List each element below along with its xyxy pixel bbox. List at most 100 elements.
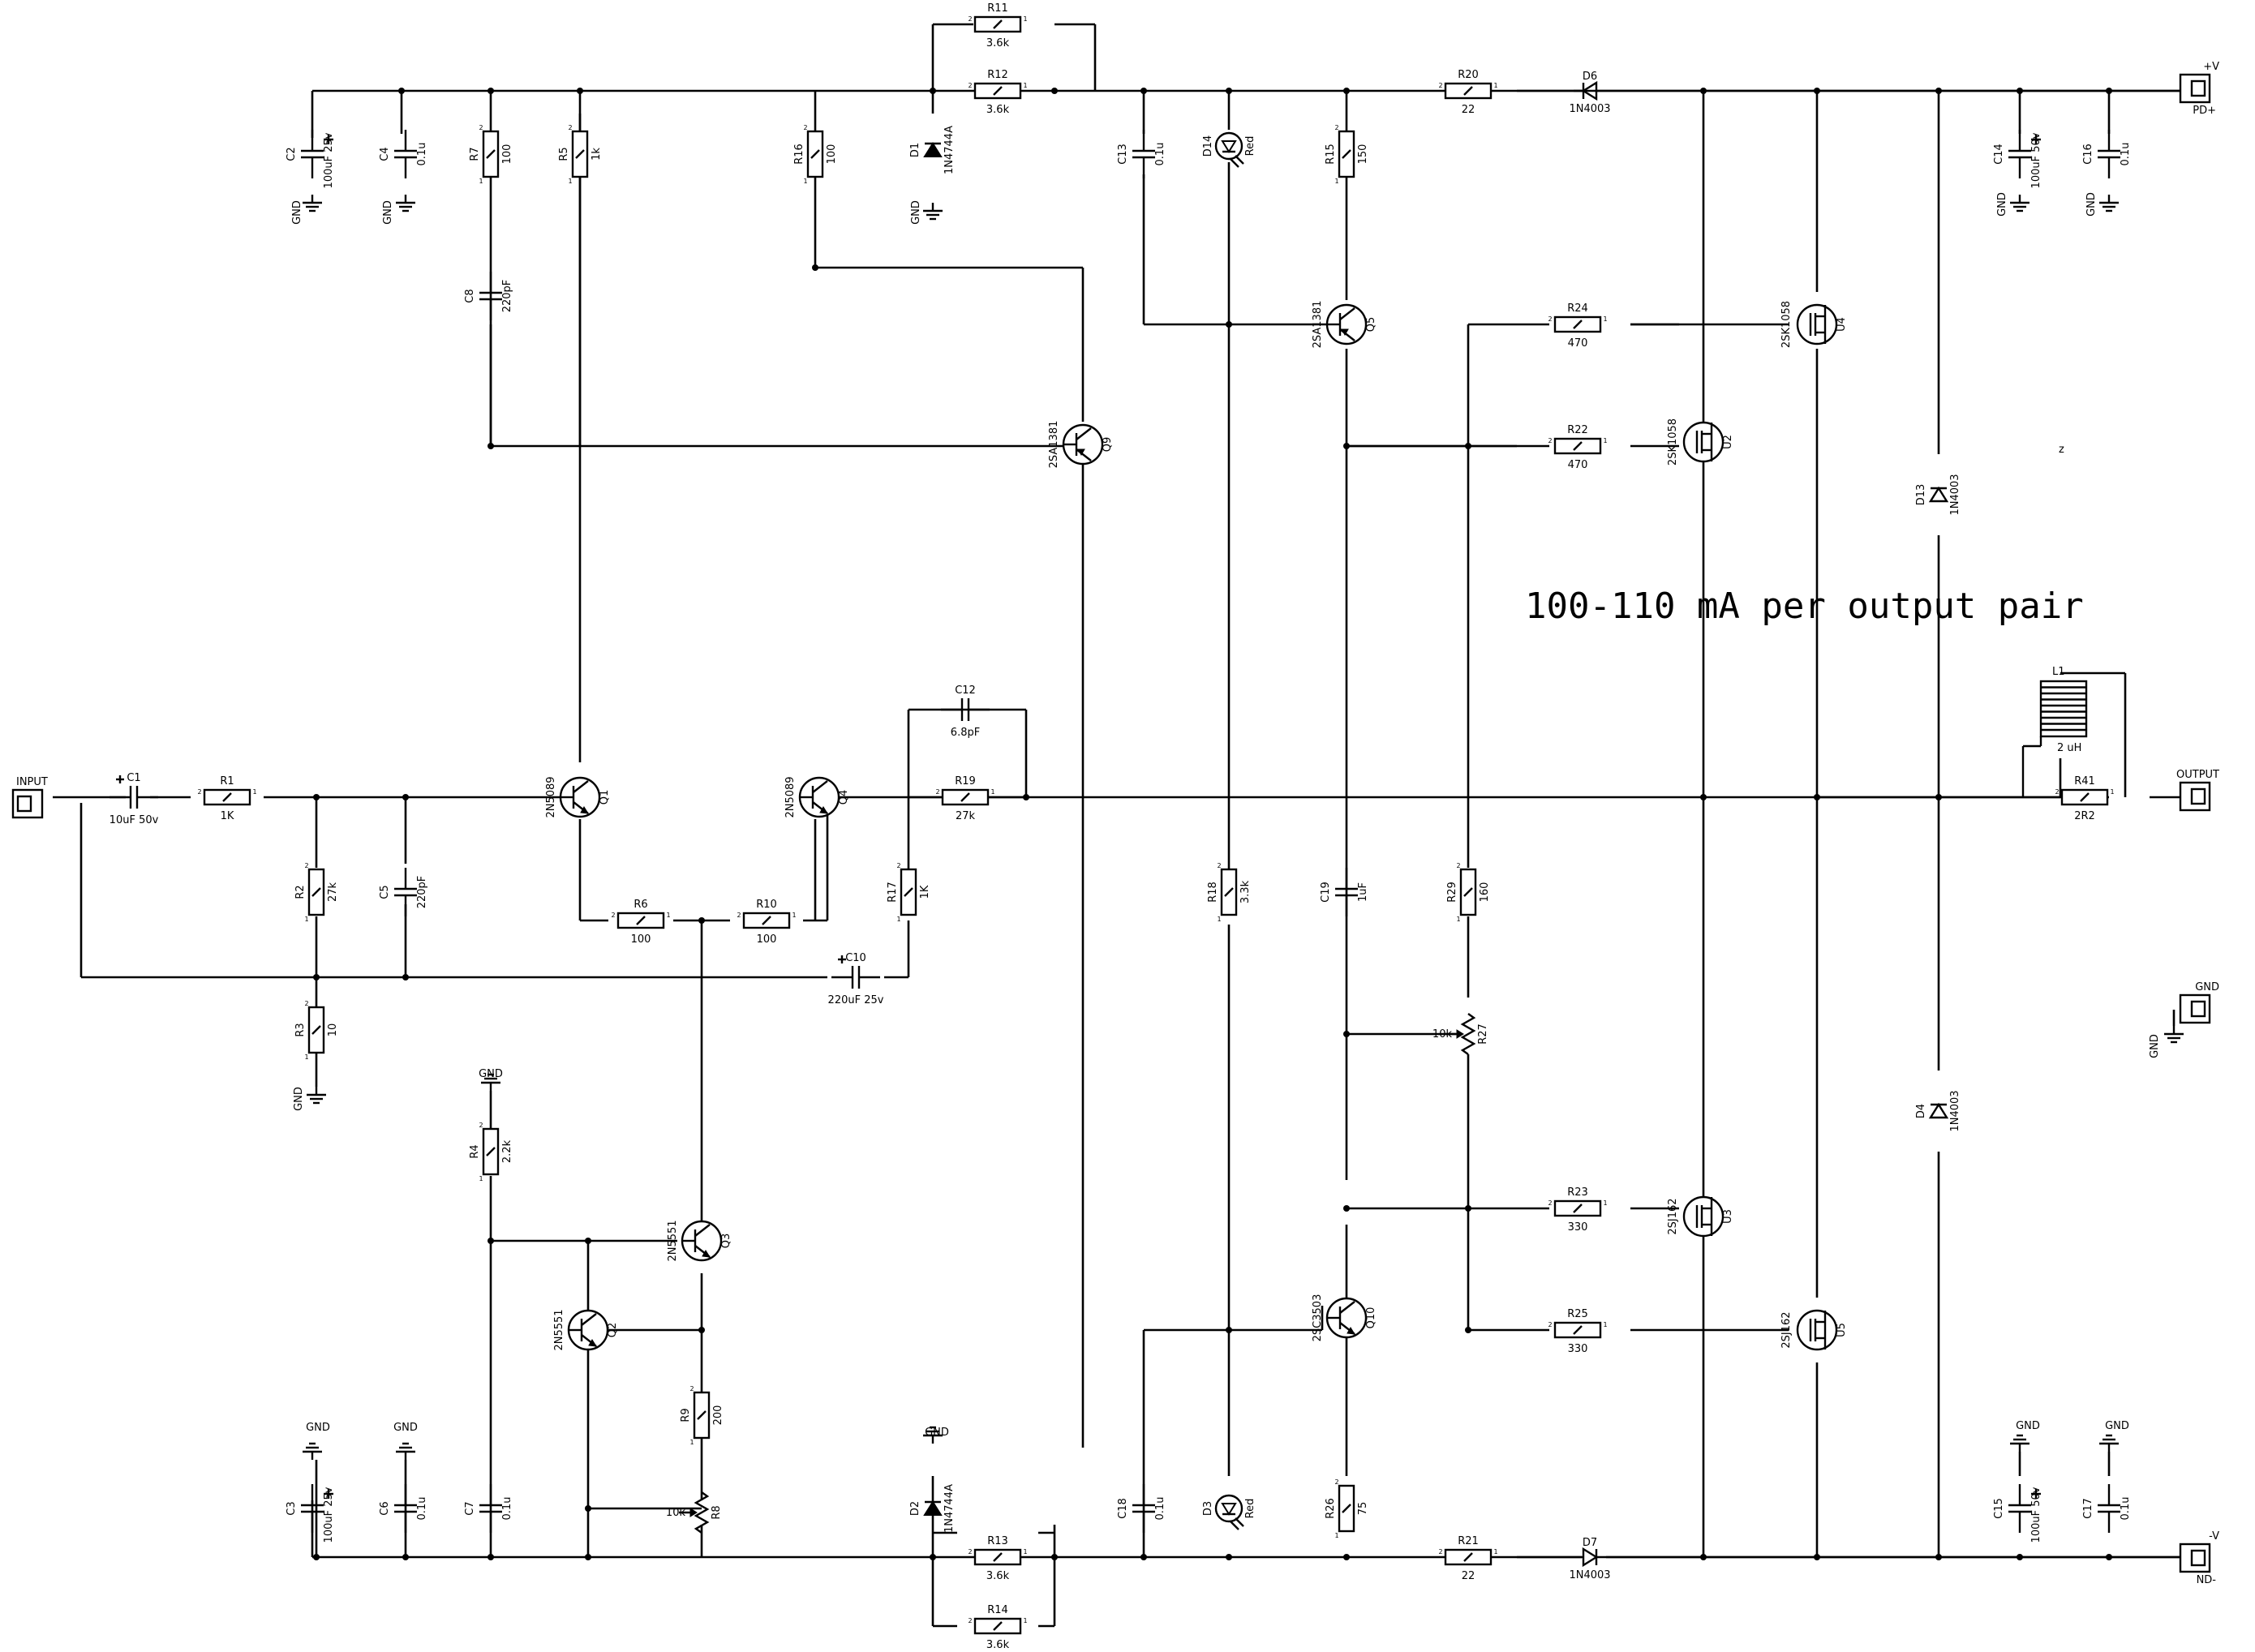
vplus-connector: +VPD+ xyxy=(2179,61,2219,117)
diode-ref: D2 xyxy=(909,1501,921,1516)
resistor-value: 1k xyxy=(591,148,603,161)
pot-ref: R8 xyxy=(711,1505,723,1519)
ground-symbol: GND xyxy=(382,195,415,225)
capacitor-ref: C16 xyxy=(2082,144,2094,165)
resistor-value: 100 xyxy=(631,933,651,946)
resistor-ref: R5 xyxy=(558,147,570,161)
connector-label: OUTPUT xyxy=(2176,769,2219,781)
ground-label: GND xyxy=(2085,192,2098,217)
inductor-ref: L1 xyxy=(2052,666,2065,678)
capacitor-value: 100uF 25v xyxy=(323,1487,335,1543)
pin-number: 1 xyxy=(568,178,572,185)
pin-number: 1 xyxy=(304,916,308,923)
capacitor-value: 0.1u xyxy=(1154,1497,1166,1521)
pin-number: 1 xyxy=(1217,916,1221,923)
transistor-type: 2SA1381 xyxy=(1312,301,1324,349)
junction xyxy=(1465,1327,1471,1333)
pin-number: 1 xyxy=(1456,916,1460,923)
resistor-value: 27k xyxy=(327,882,339,902)
capacitor-ref: C5 xyxy=(379,885,391,899)
resistor-ref: R4 xyxy=(469,1144,481,1158)
pin-number: 2 xyxy=(1217,862,1221,869)
capacitor-ref: C14 xyxy=(1993,144,2005,165)
mosfet-type: 2SK1058 xyxy=(1667,418,1679,466)
pin-number: 1 xyxy=(1603,1321,1607,1328)
pin-number: 2 xyxy=(1334,1478,1338,1486)
capacitor-value: 6.8pF xyxy=(951,727,980,739)
capacitor-ref: C8 xyxy=(464,289,476,303)
junction xyxy=(1935,794,1942,800)
junction xyxy=(1343,443,1350,449)
pin-number: 2 xyxy=(304,862,308,869)
resistor-ref: R15 xyxy=(1325,144,1337,165)
junction xyxy=(1226,1554,1232,1560)
ground-symbol: GND xyxy=(291,195,322,225)
resistor-ref: R22 xyxy=(1567,424,1588,436)
pin-number: 1 xyxy=(1334,1532,1338,1539)
resistor-ref: R23 xyxy=(1567,1186,1588,1199)
capacitor-ref: C1 xyxy=(127,772,140,784)
junction xyxy=(1700,88,1707,94)
junction xyxy=(1140,88,1147,94)
pin-number: 2 xyxy=(2055,788,2059,796)
pin-number: 2 xyxy=(896,862,900,869)
ground-symbol: GND xyxy=(479,1068,503,1091)
junction xyxy=(1700,794,1707,800)
ground-symbol: GND xyxy=(2149,1026,2184,1058)
ground-label: GND xyxy=(1996,192,2008,217)
diode-ref: D4 xyxy=(1915,1104,1927,1118)
pin-number: 2 xyxy=(968,1548,972,1555)
capacitor-ref: C18 xyxy=(1117,1498,1129,1519)
junction xyxy=(313,794,320,800)
resistor-ref: R12 xyxy=(987,69,1008,81)
resistor-value: 100 xyxy=(501,144,513,165)
junction xyxy=(585,1505,591,1512)
junction xyxy=(1051,1554,1058,1560)
junction xyxy=(698,917,705,924)
resistor-value: 200 xyxy=(712,1405,724,1426)
transistor-ref: Q10 xyxy=(1365,1307,1377,1329)
capacitor-value: 0.1u xyxy=(416,1497,428,1521)
pot-value: 10k xyxy=(1432,1028,1453,1041)
pin-number: 2 xyxy=(611,912,615,919)
pin-number: 1 xyxy=(1493,82,1497,89)
ground-symbol: GND xyxy=(2099,1420,2129,1452)
inductor-l1: L12 uH xyxy=(2021,666,2088,797)
pin-number: 1 xyxy=(1603,315,1607,323)
junction xyxy=(1140,1554,1147,1560)
ground-label: GND xyxy=(291,200,303,225)
pin-number: 2 xyxy=(968,1617,972,1624)
pot-value: 10k xyxy=(666,1507,686,1519)
mosfet-type: 2SK1058 xyxy=(1780,301,1793,348)
capacitor-value: 0.1u xyxy=(501,1497,513,1521)
resistor-value: 3.3k xyxy=(1239,880,1252,903)
capacitor-value: 220pF xyxy=(416,876,428,909)
resistor-ref: R20 xyxy=(1458,69,1479,81)
resistor-ref: R25 xyxy=(1567,1308,1588,1320)
